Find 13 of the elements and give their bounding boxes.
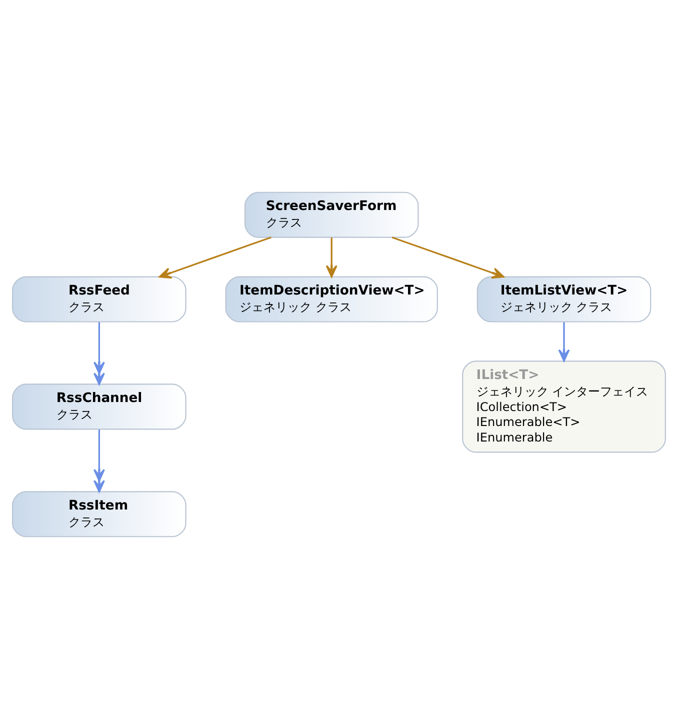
node-box: RssItem クラス <box>12 490 186 537</box>
node-box: IList<T> ジェネリック インターフェイス ICollection<T> IEnumerable<T> IEnumerable <box>462 360 666 452</box>
node-box: ScreenSaverForm クラス <box>244 191 419 238</box>
arrow <box>558 322 570 362</box>
node-box: ItemDescriptionView<T> ジェネリック クラス <box>225 276 438 322</box>
node-box: RssChannel クラス <box>12 383 186 430</box>
arrow <box>326 237 338 278</box>
node-box: ItemListView<T> ジェネリック クラス <box>476 276 652 322</box>
arrow <box>93 429 105 492</box>
arrow <box>93 322 105 385</box>
node-box: RssFeed クラス <box>12 276 186 322</box>
arrow <box>392 236 504 278</box>
arrow <box>158 236 272 278</box>
